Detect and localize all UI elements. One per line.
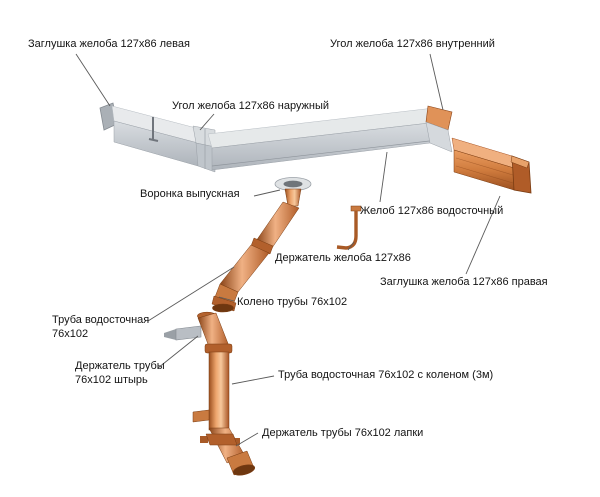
label-pipe-holder-pin: Держатель трубы 76х102 штырь	[75, 360, 165, 386]
label-corner-outer: Угол желоба 127х86 наружный	[172, 100, 330, 112]
label-gutter-holder: Держатель желоба 127х86	[275, 252, 411, 264]
label-corner-inner: Угол желоба 127х86 внутренний	[330, 38, 495, 50]
label-end-cap-left: Заглушка желоба 127х86 левая	[28, 38, 190, 50]
funnel-part	[274, 177, 312, 207]
label-pipe-elbow: Колено трубы 76х102	[237, 296, 348, 308]
main-gutter-part	[207, 107, 439, 171]
label-downpipe-3m: Труба водосточная 76х102 с коленом (3м)	[278, 369, 494, 381]
lower-downpipe-parts	[192, 311, 256, 476]
gutter-hook-part	[336, 205, 362, 250]
label-gutter: Желоб 127х86 водосточный	[360, 205, 504, 217]
outer-corner-part	[192, 125, 216, 173]
left-gutter-part	[111, 105, 199, 167]
right-end-cap-part	[510, 155, 532, 194]
gutter-bracket-left-part	[148, 117, 159, 142]
leader-lines	[75, 53, 501, 447]
inner-corner-part	[425, 105, 453, 153]
right-gutter-part	[451, 137, 515, 191]
label-funnel: Воронка выпускная	[140, 188, 240, 200]
label-pipe-holder-claw: Держатель трубы 76х102 лапки	[262, 427, 424, 439]
upper-downpipe-parts	[211, 201, 300, 313]
label-end-cap-right: Заглушка желоба 127х86 правая	[380, 276, 548, 288]
label-downpipe: Труба водосточная 76х102	[52, 314, 150, 340]
pipe-holder-pin-part	[164, 325, 202, 341]
